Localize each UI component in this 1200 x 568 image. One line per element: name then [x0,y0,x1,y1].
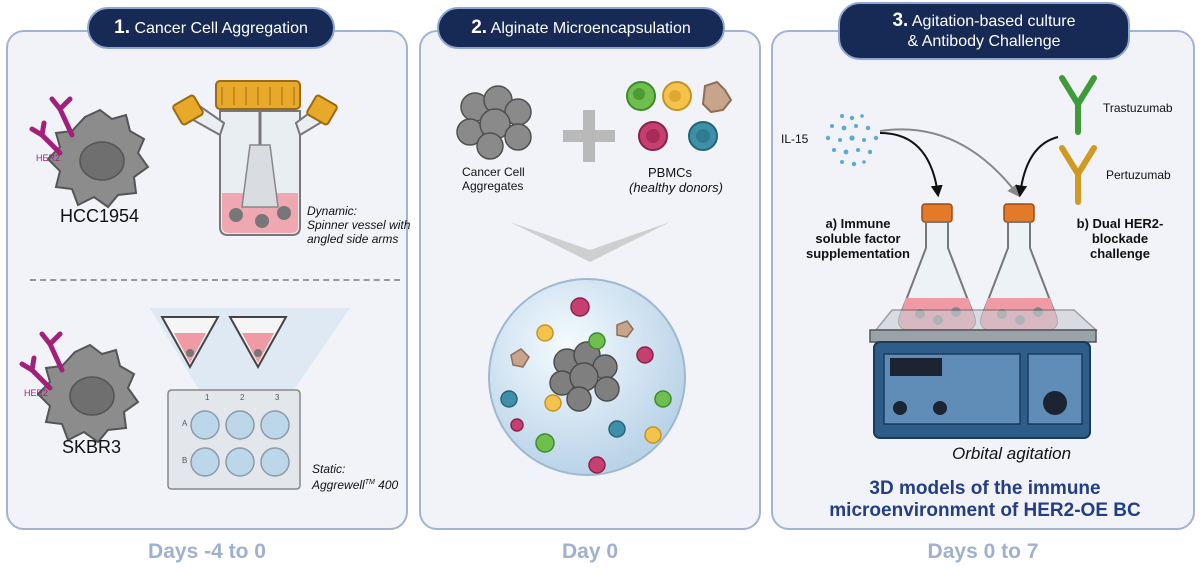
step-1-number: 1. [114,17,130,38]
her2-label-1: HER2 [36,153,61,163]
pbmc-cells-icon [626,80,733,151]
step-3-header: 3. Agitation-based culture & Antibody Ch… [838,2,1130,60]
step-a-line3: supplementation [805,246,910,261]
plate-col-3: 3 [275,393,280,402]
step-b-line2: blockade [1091,231,1149,246]
static-desc-main: Aggrewell [312,478,365,492]
step-b-line3: challenge [1090,246,1150,261]
trastuzumab-antibody-icon [1059,75,1097,135]
step-2-title: Alginate Microencapsulation [490,20,691,37]
dynamic-label: Dynamic: [307,204,358,218]
pertuzumab-antibody-icon [1059,145,1097,205]
down-chevron-arrow-icon [510,222,670,262]
cell-line-skbr3: SKBR3 [62,437,122,457]
cell-line-hcc1954: HCC1954 [60,206,140,226]
model-title-line2: microenvironment of HER2-OE BC [829,500,1141,521]
step-2-header: 2. Alginate Microencapsulation [437,7,725,49]
days-label-step-1: Days -4 to 0 [148,540,266,563]
dynamic-desc-line1: Spinner vessel with [307,218,411,232]
her2-label-2: HER2 [24,388,49,398]
section-divider [30,279,400,281]
pbmc-label: PBMCs [648,165,693,180]
step-3-title-line2: & Antibody Challenge [907,33,1061,50]
step-a-line1: a) Immune [825,216,891,231]
pbmc-sublabel: (healthy donors) [629,180,723,195]
orbital-agitation-label: Orbital agitation [952,444,1072,463]
step-a-label: a) Immune soluble factor supplementation [802,216,914,261]
plate-col-2: 2 [240,393,245,402]
step-3-number: 3. [892,10,909,31]
aggrewell-plate-icon [150,308,350,490]
plus-icon [563,110,615,162]
days-label-step-3: Days 0 to 7 [927,540,1039,563]
model-title-line1: 3D models of the immune [869,478,1101,499]
step-a-line2: soluble factor [815,231,901,246]
static-desc-sup: TM [364,479,375,486]
dynamic-desc-line2: angled side arms [307,232,399,246]
days-label-step-2: Day 0 [561,540,619,563]
static-desc: AggrewellTM 400 [312,476,398,492]
step-2-number: 2. [471,17,488,38]
plate-col-1: 1 [205,393,210,402]
step-b-line1: b) Dual HER2- [1076,216,1164,231]
il15-label: IL-15 [781,132,809,146]
static-desc-post: 400 [374,478,399,492]
panel-agitation-culture [771,30,1195,530]
alginate-capsule-icon [488,278,686,476]
model-title: 3D models of the immune microenvironment… [790,478,1180,522]
trastuzumab-label: Trastuzumab [1103,101,1173,115]
spinner-flask-icon [172,80,338,236]
hcc1954-cell-icon [29,96,150,209]
aggregates-label-2: Aggregates [462,179,524,193]
il15-particles-icon [825,114,879,167]
step-b-label: b) Dual HER2- blockade challenge [1070,216,1170,261]
pertuzumab-label: Pertuzumab [1106,168,1171,182]
skbr3-cell-icon [19,331,140,444]
step-1-title: Cancer Cell Aggregation [134,20,308,37]
aggregates-label-1: Cancer Cell [462,165,525,179]
cancer-cell-aggregate-icon [456,85,532,160]
plate-row-a: A [182,419,188,428]
static-label: Static: [312,462,346,476]
plate-row-b: B [182,456,188,465]
step-1-header: 1. Cancer Cell Aggregation [87,7,335,49]
supplementation-arrows [879,128,1059,198]
orbital-shaker-with-flasks-icon [869,203,1098,439]
step-3-title-line1: Agitation-based culture [911,13,1076,30]
